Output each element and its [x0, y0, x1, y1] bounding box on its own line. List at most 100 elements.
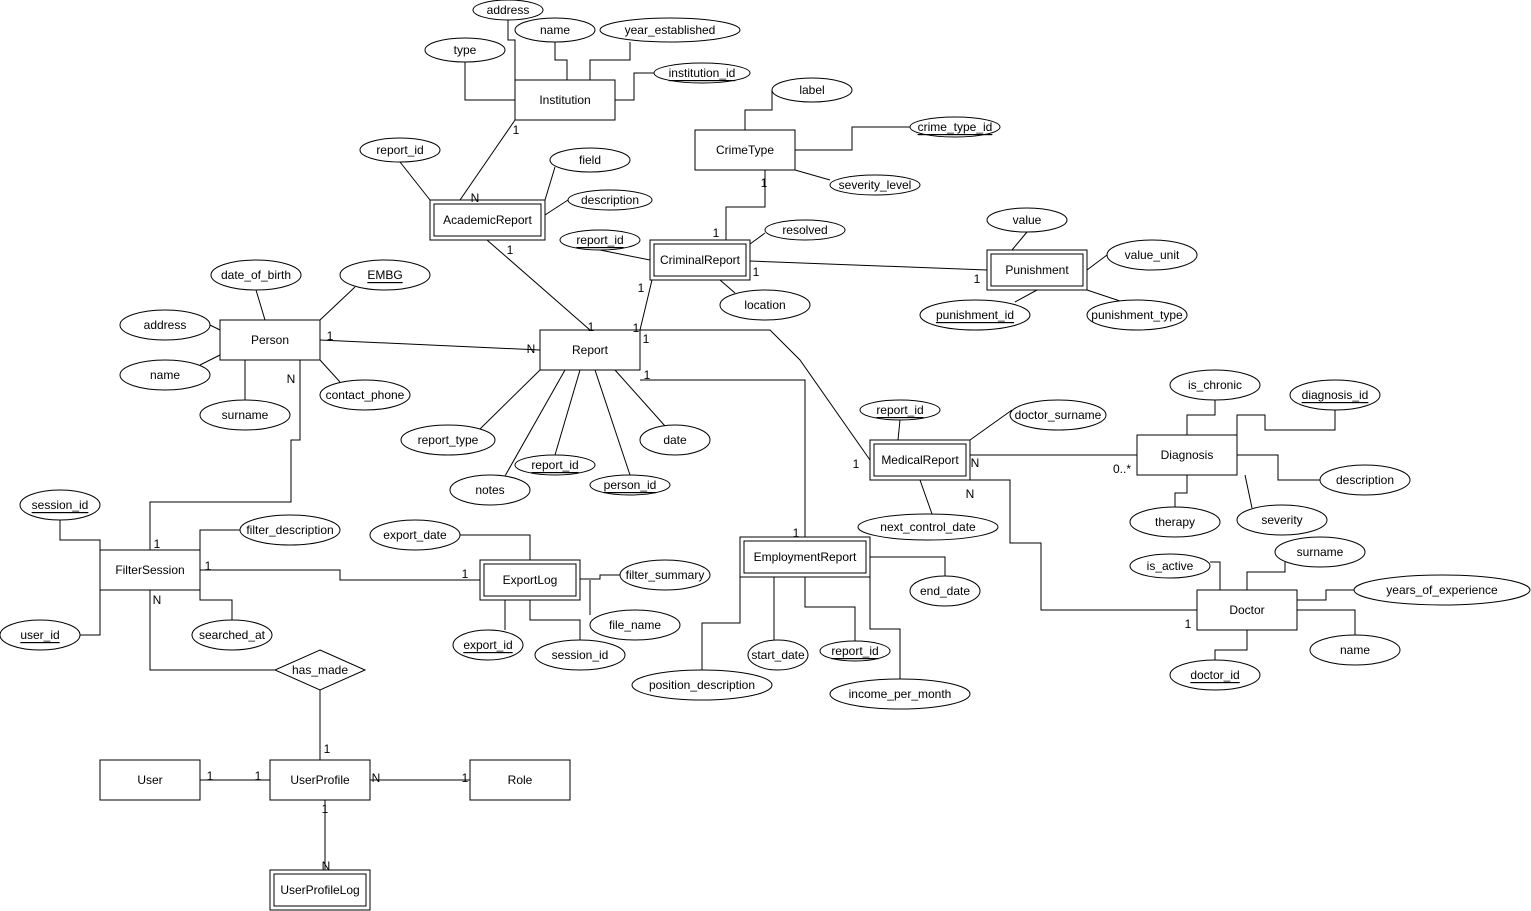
attribute-link-per-phone	[319, 359, 341, 383]
attribute-ellipse	[919, 299, 1031, 331]
attribute-inst-type[interactable]: type	[424, 37, 506, 63]
attribute-fs-sid[interactable]: session_id	[19, 489, 101, 521]
attribute-dg-id[interactable]: diagnosis_id	[1289, 379, 1381, 411]
attribute-el-sid[interactable]: session_id	[534, 639, 626, 671]
attribute-cr-resolved[interactable]: resolved	[764, 219, 846, 241]
attribute-rep-pid[interactable]: person_id	[589, 474, 671, 496]
attribute-link-er-income	[869, 577, 901, 679]
attribute-doc-sur[interactable]: surname	[1274, 536, 1366, 568]
attribute-mr-rid[interactable]: report_id	[859, 399, 941, 421]
attribute-ellipse	[452, 629, 524, 661]
attribute-link-ct-sev	[794, 169, 831, 181]
attribute-per-dob[interactable]: date_of_birth	[210, 259, 302, 291]
entity-box	[1196, 589, 1298, 631]
attribute-label: therapy	[1155, 515, 1195, 529]
attribute-link-pun-value	[1011, 231, 1028, 251]
attribute-doc-active[interactable]: is_active	[1129, 553, 1211, 579]
attribute-pun-type[interactable]: punishment_type	[1086, 299, 1188, 331]
entity-filter-session[interactable]: FilterSession	[99, 549, 201, 591]
attribute-ct-sev[interactable]: severity_level	[829, 174, 921, 196]
attribute-doc-id[interactable]: doctor_id	[1169, 659, 1261, 691]
attribute-el-sum[interactable]: filter_summary	[619, 559, 711, 591]
attribute-ct-id[interactable]: crime_type_id	[909, 116, 1001, 138]
attribute-rep-date[interactable]: date	[639, 424, 711, 456]
attribute-mr-next[interactable]: next_control_date	[857, 513, 999, 541]
attribute-doc-name[interactable]: name	[1309, 634, 1401, 666]
attribute-ar-rid[interactable]: report_id	[359, 137, 441, 163]
entity-label: CriminalReport	[660, 253, 741, 267]
entity-box	[539, 329, 641, 371]
entity-user[interactable]: User	[99, 759, 201, 801]
entity-crime-type[interactable]: CrimeType	[694, 129, 796, 171]
attribute-pun-id[interactable]: punishment_id	[919, 299, 1031, 331]
attribute-per-phone[interactable]: contact_phone	[319, 379, 411, 411]
entity-employment-report[interactable]: EmploymentReport	[739, 536, 871, 578]
attribute-per-sur[interactable]: surname	[199, 399, 291, 431]
attribute-ellipse	[514, 17, 596, 43]
entity-doctor[interactable]: Doctor	[1196, 589, 1298, 631]
attribute-er-pos[interactable]: position_description	[631, 669, 773, 701]
attribute-rep-type[interactable]: report_type	[400, 424, 496, 456]
attribute-el-id[interactable]: export_id	[452, 629, 524, 661]
key-attribute-label: EMBG	[367, 268, 402, 282]
attribute-er-start[interactable]: start_date	[747, 639, 809, 671]
entity-export-log[interactable]: ExportLog	[479, 559, 581, 601]
entity-criminal-report[interactable]: CriminalReport	[649, 239, 751, 281]
attribute-ellipse	[369, 519, 461, 551]
attribute-ar-desc[interactable]: description	[567, 189, 653, 211]
attribute-cr-rid[interactable]: report_id	[559, 229, 641, 251]
entity-academic-report[interactable]: AcademicReport	[429, 199, 546, 241]
attribute-mr-doc[interactable]: doctor_surname	[1009, 399, 1107, 431]
attribute-pun-value[interactable]: value	[986, 207, 1068, 233]
attribute-label: name	[150, 368, 180, 382]
attribute-ellipse	[119, 359, 211, 391]
attribute-per-embg[interactable]: EMBG	[339, 259, 431, 291]
attribute-fs-uid[interactable]: user_id	[0, 619, 81, 651]
relationship-has-made[interactable]: has_made	[273, 649, 367, 691]
attribute-link-per-addr	[209, 324, 221, 331]
attribute-pun-unit[interactable]: value_unit	[1106, 239, 1198, 271]
attribute-el-date[interactable]: export_date	[369, 519, 461, 551]
attribute-ar-field[interactable]: field	[549, 147, 631, 173]
attribute-inst-name[interactable]: name	[514, 17, 596, 43]
attribute-dg-ther[interactable]: therapy	[1129, 506, 1221, 538]
attribute-rep-notes[interactable]: notes	[449, 474, 531, 506]
attribute-er-rid[interactable]: report_id	[819, 640, 891, 662]
attribute-per-name[interactable]: name	[119, 359, 211, 391]
key-attribute-label: crime_type_id	[918, 120, 993, 134]
attribute-er-income[interactable]: income_per_month	[829, 678, 971, 710]
attribute-rep-id[interactable]: report_id	[514, 454, 596, 476]
entity-user-profile-log[interactable]: UserProfileLog	[269, 869, 371, 911]
entity-label: Punishment	[1005, 263, 1069, 277]
attribute-el-file[interactable]: file_name	[589, 609, 681, 641]
attribute-link-dg-chronic	[1186, 400, 1216, 435]
attribute-er-end[interactable]: end_date	[909, 575, 981, 607]
attribute-per-addr[interactable]: address	[119, 309, 211, 341]
attribute-fs-fdesc[interactable]: filter_description	[239, 514, 341, 546]
entity-punishment[interactable]: Punishment	[986, 249, 1088, 291]
key-attribute-label: diagnosis_id	[1302, 388, 1369, 402]
entity-box	[469, 759, 571, 801]
attribute-dg-chronic[interactable]: is_chronic	[1169, 369, 1261, 401]
entity-user-profile[interactable]: UserProfile	[269, 759, 371, 801]
attribute-ct-label[interactable]: label	[771, 77, 853, 103]
entity-role[interactable]: Role	[469, 759, 571, 801]
entity-institution[interactable]: Institution	[514, 79, 616, 121]
attribute-cr-loc[interactable]: location	[719, 289, 811, 321]
attribute-inst-id[interactable]: institution_id	[653, 62, 751, 84]
entity-medical-report[interactable]: MedicalReport	[869, 439, 971, 481]
entity-person[interactable]: Person	[219, 319, 321, 361]
attribute-dg-desc[interactable]: description	[1319, 464, 1411, 496]
attribute-inst-address[interactable]: address	[472, 0, 544, 21]
attribute-ellipse	[534, 639, 626, 671]
entity-report[interactable]: Report	[539, 329, 641, 371]
attribute-inst-year[interactable]: year_established	[599, 17, 741, 43]
attribute-dg-sev[interactable]: severity	[1236, 504, 1328, 536]
entity-diagnosis[interactable]: Diagnosis	[1136, 434, 1238, 476]
entity-inner-box	[433, 203, 542, 237]
attribute-doc-exp[interactable]: years_of_experience	[1353, 574, 1531, 606]
attribute-fs-at[interactable]: searched_at	[191, 619, 273, 651]
attribute-label: name	[540, 23, 570, 37]
attribute-ellipse	[567, 189, 653, 211]
